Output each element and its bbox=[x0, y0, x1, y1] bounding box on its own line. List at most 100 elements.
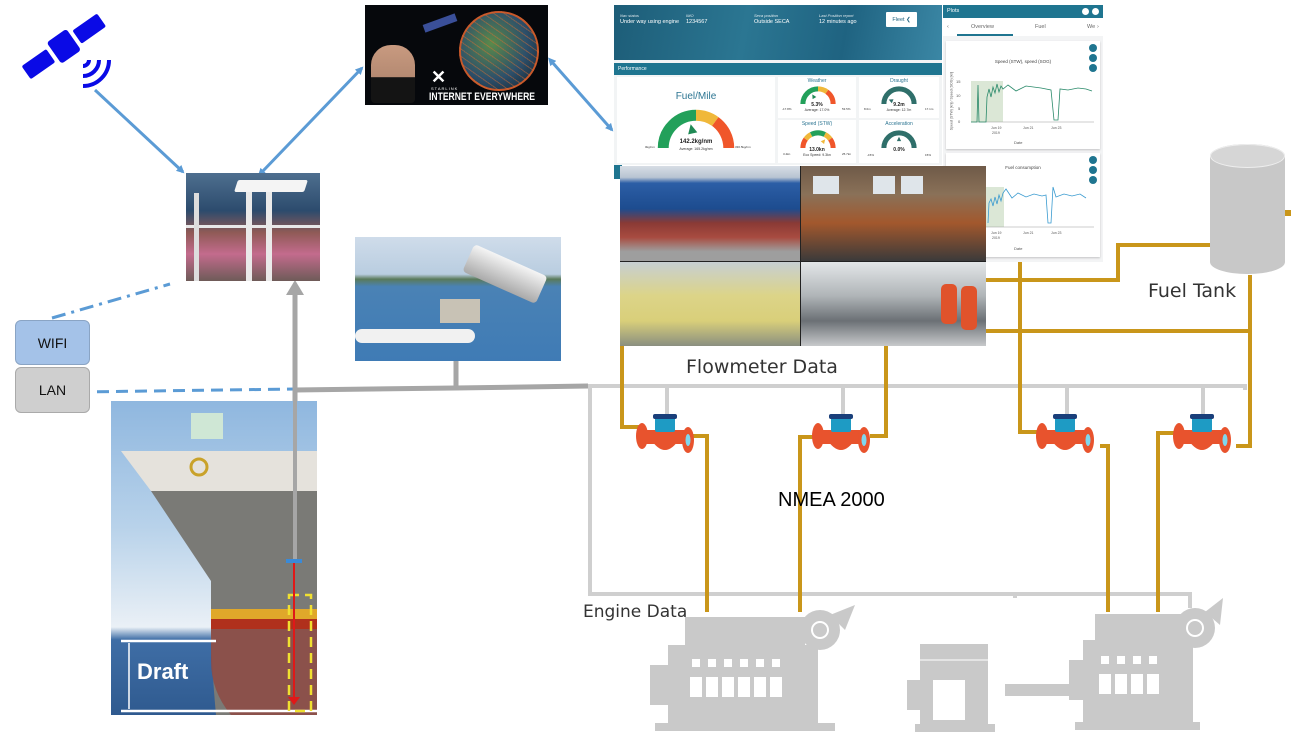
nmea-label: NMEA 2000 bbox=[778, 489, 885, 511]
uplink-arrowhead bbox=[286, 280, 304, 295]
flowmeter-1-icon bbox=[636, 414, 694, 453]
tab-fuel[interactable]: Fuel bbox=[1035, 24, 1046, 30]
fuel-tank-label: Fuel Tank bbox=[1148, 280, 1237, 302]
lan-label: LAN bbox=[38, 382, 67, 398]
fullscreen-icon[interactable] bbox=[1089, 54, 1097, 62]
wifi-box[interactable]: WIFI bbox=[15, 320, 90, 365]
camera-housing bbox=[462, 244, 548, 304]
x-tick-jun19: Jun 19 bbox=[991, 126, 1002, 130]
acceleration-max: 15% bbox=[925, 153, 932, 157]
tab-prev-icon[interactable]: ‹ bbox=[947, 24, 949, 30]
x-tick-jun23: Jun 23 bbox=[1051, 126, 1062, 130]
fuel-pipe-6 bbox=[1100, 444, 1110, 612]
meter-cap bbox=[1190, 414, 1214, 419]
speed-series-line bbox=[971, 83, 1093, 123]
engine-bus-bottom bbox=[590, 592, 1192, 608]
weather-gauge bbox=[800, 86, 836, 105]
performance-bar: Performance bbox=[614, 63, 942, 75]
meter-cap bbox=[653, 414, 677, 419]
dashboard-edge bbox=[614, 165, 622, 179]
fuel-tank-icon bbox=[1210, 144, 1285, 274]
fuel-pipe-5 bbox=[1018, 260, 1040, 434]
x-tick-jun19: Jun 19 bbox=[991, 231, 1002, 235]
meter-body bbox=[826, 438, 856, 450]
speed-plot-title: Speed (STW), speed (SOG) bbox=[994, 59, 1052, 64]
fullscreen-icon[interactable] bbox=[1089, 166, 1097, 174]
speed-plot-svg: 15 10 5 0 Jun 19 2019 Jun 21 Jun 23 bbox=[956, 79, 1094, 135]
plots-header: Plots bbox=[943, 5, 1103, 18]
gauge-segment bbox=[695, 109, 719, 127]
generator-icon bbox=[907, 644, 995, 732]
earth-globe bbox=[459, 11, 539, 91]
ship-antenna-photo bbox=[186, 173, 320, 281]
meter-cap bbox=[1053, 414, 1077, 419]
draught-min: 8.0m bbox=[864, 107, 871, 111]
draft-sensor bbox=[286, 559, 302, 563]
fuel-mile-max: 330.5kg/nm bbox=[735, 145, 751, 149]
camera-deck-feed bbox=[620, 166, 800, 261]
fuel-plot-svg: Jun 19 2019 Jun 21 Jun 23 bbox=[986, 186, 1094, 240]
tab-overview[interactable]: Overview bbox=[971, 24, 994, 30]
deck-equipment bbox=[191, 413, 223, 439]
starlink-tagline: INTERNET EVERYWHERE bbox=[429, 91, 535, 103]
draft-measure-line bbox=[293, 563, 295, 703]
orbit-mesh bbox=[459, 11, 539, 91]
meter-body bbox=[650, 438, 680, 450]
gauge-segment bbox=[657, 109, 697, 149]
main-engine-1-icon bbox=[650, 605, 855, 731]
tank-outlet bbox=[1285, 210, 1291, 216]
collapse-icon[interactable] bbox=[1089, 64, 1097, 72]
flange-bore bbox=[1222, 434, 1228, 446]
fuel-mile-gauge bbox=[657, 109, 735, 149]
collapse-icon[interactable] bbox=[1089, 176, 1097, 184]
plots-panel: Plots ‹ Overview Fuel We › Speed (STW), … bbox=[943, 5, 1103, 262]
flowmeter-bus bbox=[588, 384, 1247, 390]
fuel-pipe-3 bbox=[798, 435, 815, 612]
zoom-out-icon[interactable] bbox=[1089, 44, 1097, 52]
meter-head bbox=[655, 416, 675, 432]
gauge-needle-icon bbox=[896, 136, 902, 142]
gauge-segment bbox=[803, 132, 813, 141]
starlink-image: ✕ STARLINK INTERNET EVERYWHERE bbox=[365, 5, 548, 105]
acceleration-min: -15% bbox=[867, 153, 875, 157]
weather-card: Weather 5.3% Average: 17.0% -17.8% 53.5% bbox=[778, 77, 856, 118]
fleet-button[interactable]: Fleet ❮ bbox=[886, 12, 917, 27]
drive-shaft bbox=[1005, 684, 1075, 696]
meter-head bbox=[1192, 416, 1212, 432]
ship-camera-photo bbox=[355, 237, 561, 361]
fuel-mile-average: Average: 165.2kg/nm bbox=[679, 147, 713, 151]
draft-label: Draft bbox=[137, 659, 189, 684]
acceleration-value: 0.0% bbox=[893, 147, 905, 153]
lan-box[interactable]: LAN bbox=[15, 367, 90, 413]
data-bus-main bbox=[294, 383, 589, 393]
speed-plot-card: Speed (STW), speed (SOG) 15 10 5 0 Jun 1… bbox=[946, 41, 1100, 149]
flowmeter-2-icon bbox=[812, 414, 870, 453]
fuel-mile-value: 142.2kg/nm bbox=[679, 139, 713, 145]
fuel-pipe-8 bbox=[1236, 275, 1252, 448]
active-tab-indicator bbox=[957, 34, 1013, 36]
gauge-needle-icon bbox=[812, 94, 817, 100]
camera-mess-room-feed bbox=[801, 166, 986, 261]
add-icon[interactable] bbox=[1092, 8, 1099, 15]
weather-max: 53.5% bbox=[842, 107, 851, 111]
engine-data-label: Engine Data bbox=[583, 602, 688, 622]
gauge-needle-icon bbox=[688, 124, 698, 135]
ship-draft-illustration: Draft bbox=[111, 401, 317, 715]
cctv-grid bbox=[620, 166, 986, 346]
meter-head bbox=[1055, 416, 1075, 432]
zoom-out-icon[interactable] bbox=[1089, 156, 1097, 164]
plots-tabs: ‹ Overview Fuel We › bbox=[943, 18, 1103, 36]
fuel-pipes bbox=[620, 243, 1252, 612]
fuel-series-line bbox=[987, 186, 1087, 224]
camera-bridge-feed bbox=[801, 262, 986, 346]
starlink-to-dashboard-arrow bbox=[548, 57, 614, 132]
acceleration-gauge bbox=[881, 130, 917, 149]
tab-weather[interactable]: We bbox=[1087, 24, 1096, 30]
settings-icon[interactable] bbox=[1082, 8, 1089, 15]
fuel-mile-min: 0kg/nm bbox=[645, 145, 655, 149]
gauge-segment bbox=[881, 130, 917, 149]
flange-bore bbox=[685, 434, 691, 446]
tab-next-icon[interactable]: › bbox=[1097, 24, 1099, 30]
